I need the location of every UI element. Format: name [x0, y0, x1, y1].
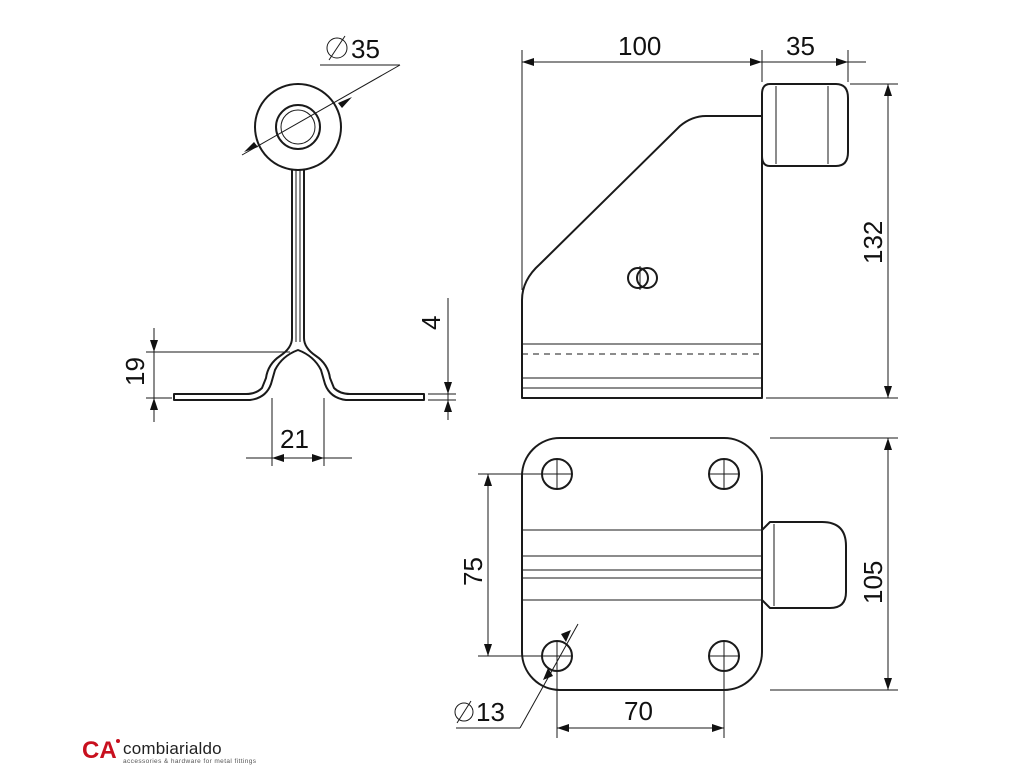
dimension-hole-spacing-vertical: 75: [458, 473, 542, 657]
dim-label-hole-diameter: 13: [476, 697, 505, 727]
dimension-plate-thickness: 4: [416, 298, 456, 420]
roller-outer-circle: [254, 83, 342, 171]
brand-logo: CA combiarialdo accessories & hardware f…: [82, 737, 257, 765]
dim-label-roller-length: 35: [786, 31, 815, 61]
dim-label-plate-thickness: 4: [416, 316, 446, 330]
dimension-hole-diameter: 13: [454, 623, 579, 729]
dim-label-hole-spacing-vertical: 75: [458, 557, 488, 586]
bracket-outline: [521, 115, 763, 399]
dimension-hole-spacing-horizontal: 70: [556, 672, 725, 738]
dim-label-roller-diameter: 35: [351, 34, 380, 64]
logo-registered-mark: [116, 739, 120, 743]
stamp-mark-icon: [627, 266, 658, 290]
dim-label-fold-height: 19: [120, 357, 150, 386]
dim-label-plate-height: 105: [858, 561, 888, 604]
roller-side: [761, 83, 849, 167]
mounting-hole-top-left: [541, 458, 573, 490]
mounting-hole-top-right: [708, 458, 740, 490]
dimension-roller-length: 35: [762, 31, 866, 82]
dim-label-hole-spacing-horizontal: 70: [624, 696, 653, 726]
dimension-fold-height: 19: [120, 328, 290, 422]
dimension-width-top: 100: [521, 31, 763, 290]
logo-name: combiarialdo: [123, 739, 222, 758]
dim-label-height: 132: [858, 221, 888, 264]
stem-outline: [173, 169, 425, 401]
plan-view: 75 105 13 70: [454, 437, 898, 738]
mounting-hole-bottom-left: [541, 640, 573, 672]
dim-label-width-top: 100: [618, 31, 661, 61]
mounting-hole-bottom-right: [708, 640, 740, 672]
logo-tagline: accessories & hardware for metal fitting…: [123, 758, 257, 765]
dimension-roller-diameter: 35: [241, 34, 401, 156]
base-plate-outline: [521, 437, 763, 691]
roller-bore-circle: [280, 109, 316, 145]
side-profile-view: 35 19 4 21: [120, 34, 456, 466]
roller-inner-circle: [275, 104, 321, 150]
roller-plan: [761, 521, 847, 609]
dim-label-fold-width: 21: [280, 424, 309, 454]
dimension-plate-height: 105: [770, 437, 898, 691]
front-elevation-view: 100 35 132: [521, 31, 898, 399]
logo-mark: CA: [82, 737, 117, 764]
dimension-fold-width: 21: [246, 398, 352, 466]
dimension-height: 132: [766, 83, 898, 399]
